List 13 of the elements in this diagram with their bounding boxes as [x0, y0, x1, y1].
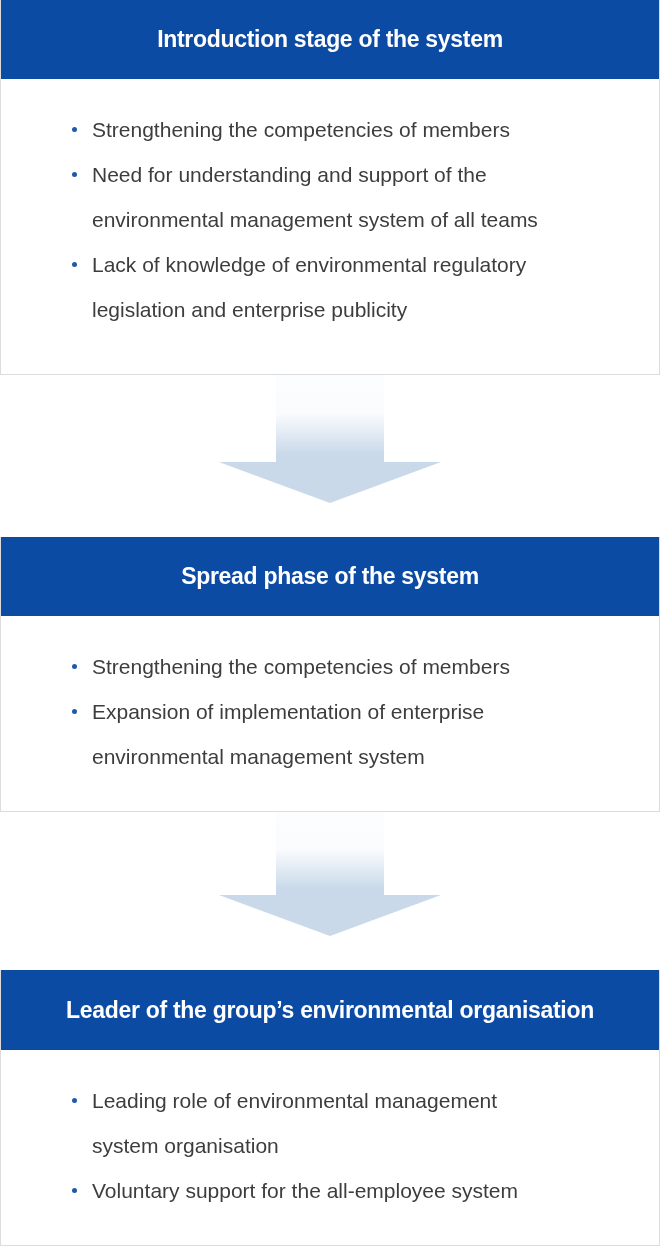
- stage-card: [0, 0, 660, 375]
- stage-card: [0, 970, 660, 1246]
- bullet-text: Strengthening the competencies of members: [92, 654, 510, 680]
- stage-heading: Spread phase of the system: [1, 537, 659, 616]
- bullet-text: Strengthening the competencies of members: [92, 117, 510, 143]
- bullet-text: Expansion of implementation of enterprise environmental management system: [92, 699, 486, 770]
- bullet-text: Lack of knowledge of environmental regulatory legislation and enterprise publicity: [92, 252, 528, 323]
- stage-heading: Leader of the group’s environmental organisation: [1, 970, 659, 1050]
- stage-heading: Introduction stage of the system: [1, 0, 659, 79]
- bullet-text: Need for understanding and support of the environmental management system of all teams: [92, 162, 539, 233]
- stage-card: [0, 537, 660, 812]
- bullet-text: Leading role of environmental management system organisation: [92, 1088, 499, 1159]
- bullet-text: Voluntary support for the all-employee system: [92, 1178, 519, 1204]
